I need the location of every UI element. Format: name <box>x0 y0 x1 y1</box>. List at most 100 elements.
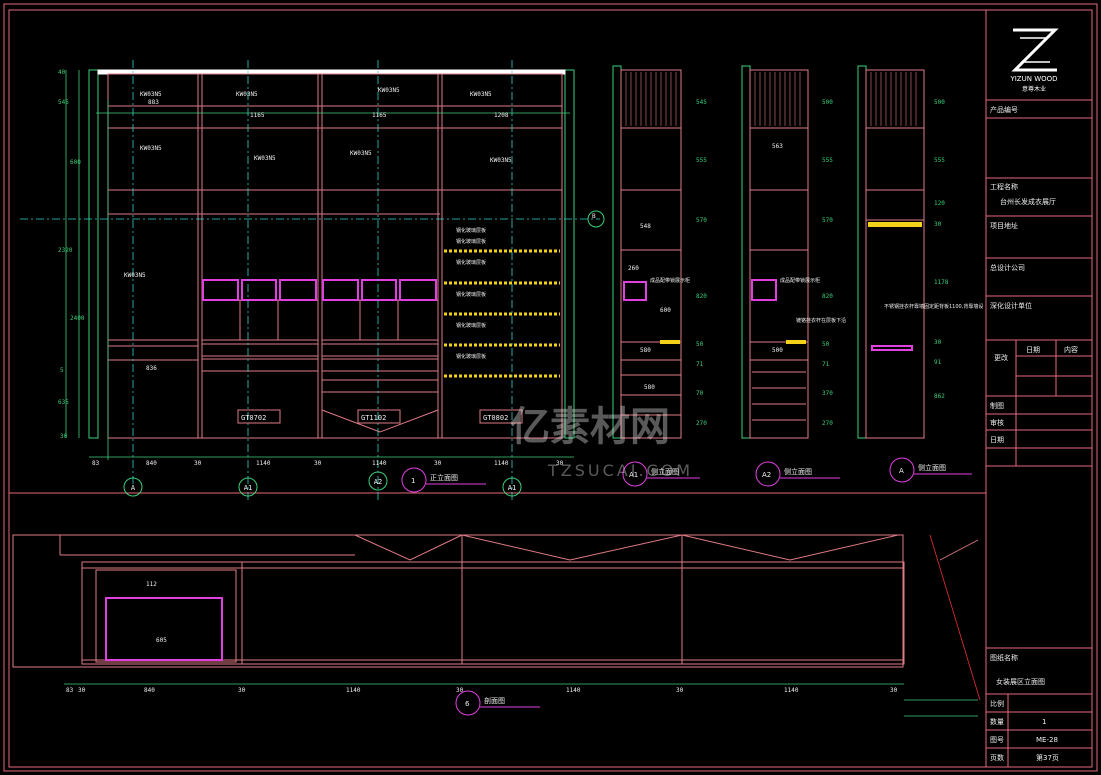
a2-inner-1: 563 <box>772 143 783 150</box>
bottom-dim-9: 30 <box>556 460 564 467</box>
panel-code-1: KW03N5 <box>140 91 162 98</box>
side-view-a <box>857 65 925 439</box>
a1-h4: 820 <box>696 293 707 300</box>
axis-markers <box>123 210 605 497</box>
title-block <box>986 99 1092 767</box>
front-texts: 883 1165 1165 1208 KW03N5 KW03N5 KW03N5 … <box>124 87 596 372</box>
mid-code-4: KW03N5 <box>490 157 512 164</box>
a2-note-2: 镀铬挂衣杆在层板下沿 <box>796 317 846 324</box>
mid-code-2: KW03N5 <box>254 155 276 162</box>
watermark-en: TZSUCAI.COM <box>547 461 693 480</box>
project-name-value: 台州长发成衣展厅 <box>1000 197 1056 206</box>
a1-inner-4: 580 <box>640 347 651 354</box>
mid-code-1: KW03N5 <box>140 145 162 152</box>
page-value: 第37页 <box>1036 753 1059 762</box>
a2-texts: 563 500 成品配带锁展示柜 镀铬挂衣杆在层板下沿 <box>772 143 846 354</box>
top-width-1: 883 <box>148 99 159 106</box>
a2-heights: 500 555 570 820 50 71 370 270 <box>822 99 833 427</box>
revise-label: 更改 <box>994 353 1008 362</box>
a2-h2: 555 <box>822 157 833 164</box>
front-bottom-dims: 83 840 30 1140 30 1140 30 1140 30 <box>92 460 564 467</box>
section-inner-1: 112 <box>146 581 157 588</box>
section-plan <box>12 534 905 668</box>
date-row-label: 日期 <box>990 436 1004 444</box>
b-mark-label: B <box>592 213 596 220</box>
section-w9: 1140 <box>784 687 799 694</box>
bottom-dim-4: 1140 <box>256 460 271 467</box>
top-width-3: 1165 <box>372 112 387 119</box>
front-tags: GT0702 GT1102 GT0802 <box>237 409 523 424</box>
section-drawer <box>105 597 223 661</box>
bottom-dim-8: 1140 <box>494 460 509 467</box>
front-centerlines <box>20 60 600 500</box>
zz-logo-icon <box>1011 28 1059 72</box>
watermark-cn: 亿素材网 <box>510 404 670 450</box>
front-dimension-lines <box>65 70 574 460</box>
a-heights: 500 555 120 30 1178 30 91 862 <box>934 99 949 400</box>
axis-mark-3: A2 <box>374 478 382 486</box>
a1-note: 成品配带锁展示柜 <box>650 277 690 284</box>
shelf-note-2: 钢化玻璃层板 <box>456 259 486 266</box>
axis-mark-2: A1 <box>244 484 252 492</box>
shelf-note-3: 钢化玻璃层板 <box>456 291 486 298</box>
a2-title: 侧立面图 <box>784 467 812 476</box>
cooperate-label: 深化设计单位 <box>990 301 1032 310</box>
height-dim-2: 545 <box>58 99 69 106</box>
bottom-dim-5: 30 <box>314 460 322 467</box>
title-block-text: 产品编号 工程名称 台州长发成衣展厅 项目地址 总设计公司 深化设计单位 更改 … <box>990 105 1078 762</box>
a1-h7: 70 <box>696 390 704 397</box>
drawing-no-label: 图号 <box>990 736 1004 744</box>
top-width-4: 1208 <box>494 112 509 119</box>
a1-drawer <box>623 281 647 301</box>
top-width-2: 1165 <box>250 112 265 119</box>
height-dim-5: 2400 <box>70 315 85 322</box>
section-width-dims: 83 30 840 30 1140 30 1140 30 1140 30 <box>66 687 898 694</box>
drawing-name-value: 女装展区立面图 <box>996 677 1045 686</box>
bottom-dim-3: 30 <box>194 460 202 467</box>
a2-h3: 570 <box>822 217 833 224</box>
height-dim-3: 600 <box>70 159 81 166</box>
view-titles <box>401 457 972 716</box>
a-h8: 862 <box>934 393 945 400</box>
shelf-note-4: 钢化玻璃层板 <box>456 322 486 329</box>
mid-code-3: KW03N5 <box>350 150 372 157</box>
a-title-num: A <box>899 467 904 475</box>
a-h4: 30 <box>934 221 942 228</box>
a2-title-num: A2 <box>762 471 771 479</box>
logo-brand: YIZUN WOOD <box>1009 75 1057 83</box>
bottom-dim-1: 83 <box>92 460 100 467</box>
section-w8: 30 <box>676 687 684 694</box>
height-dim-7: 635 <box>58 399 69 406</box>
shelf-note-6: 钢化玻璃层板 <box>456 238 486 245</box>
a2-inner-2: 500 <box>772 347 783 354</box>
a-h1: 500 <box>934 99 945 106</box>
panel-code-3: KW03N5 <box>378 87 400 94</box>
page-label: 页数 <box>990 753 1004 762</box>
section-w2: 30 <box>78 687 86 694</box>
a1-heights: 545 555 570 820 50 71 70 270 <box>696 99 707 427</box>
a1-h6: 71 <box>696 361 704 368</box>
a1-texts: 548 260 600 580 580 成品配带锁展示柜 <box>628 223 690 391</box>
qty-label: 数量 <box>990 717 1004 726</box>
a1-inner-1: 548 <box>640 223 651 230</box>
section-w4: 30 <box>238 687 246 694</box>
project-name-label: 工程名称 <box>990 182 1018 191</box>
a-lower-rail <box>871 345 913 351</box>
front-shelf-notes: 钢化玻璃层板 钢化玻璃层板 钢化玻璃层板 钢化玻璃层板 钢化玻璃层板 钢化玻璃层… <box>456 227 486 360</box>
side-view-a1 <box>612 65 682 439</box>
section-w7: 1140 <box>566 687 581 694</box>
a1-h8: 270 <box>696 420 707 427</box>
bottom-dim-7: 30 <box>434 460 442 467</box>
a1-inner-3: 600 <box>660 307 671 314</box>
drawing-no-value: ME-28 <box>1036 736 1058 744</box>
section-title-num: 6 <box>465 700 470 708</box>
height-dim-8: 30 <box>60 433 68 440</box>
a2-h5: 50 <box>822 341 830 348</box>
front-height-dims: 40 545 600 2320 2400 5 635 30 <box>58 69 85 440</box>
product-code-label: 产品编号 <box>990 105 1018 114</box>
section-right-detail <box>904 534 981 717</box>
section-w3: 840 <box>144 687 155 694</box>
a1-yellow-rail <box>660 340 680 344</box>
a2-drawer <box>751 279 777 301</box>
